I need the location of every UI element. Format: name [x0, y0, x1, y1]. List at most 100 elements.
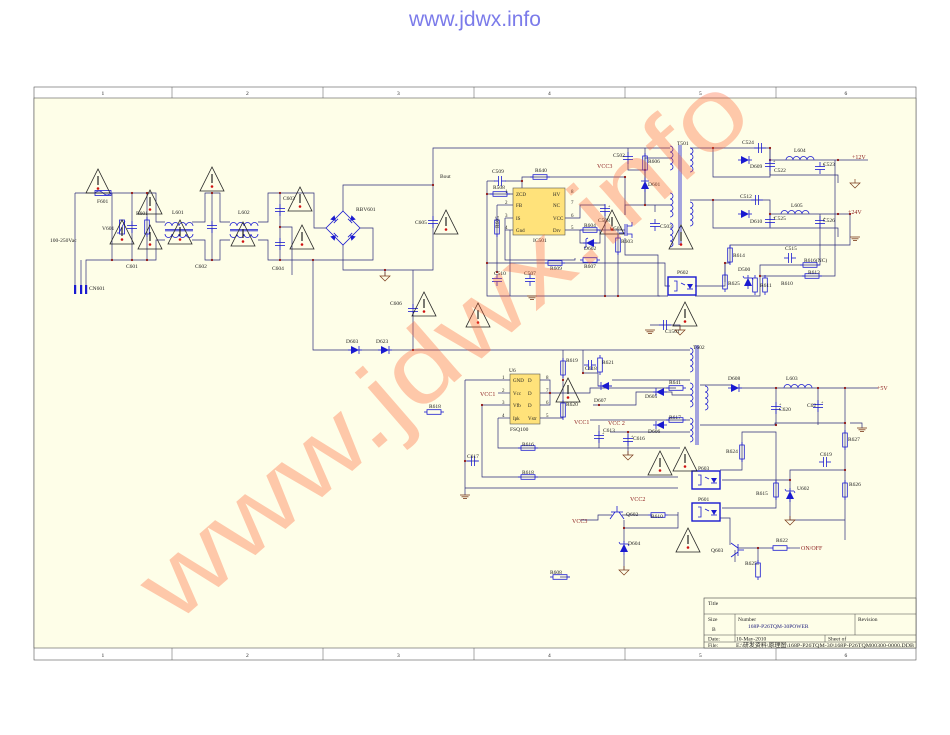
part-r603: [615, 235, 621, 255]
junction-dot: [278, 225, 282, 229]
junction-dot: [788, 478, 792, 482]
component-label: C508: [598, 218, 610, 224]
net-label-vcc2_b: VCC2: [630, 497, 645, 503]
component-label: R616: [522, 442, 534, 448]
component-label: Q602: [626, 512, 638, 518]
component-label: D607: [594, 398, 606, 404]
component-label: P601: [698, 497, 710, 503]
component-label: D601: [648, 182, 660, 188]
junction-dot: [520, 179, 524, 183]
component-label: C618: [585, 366, 597, 372]
column-number: 6: [845, 653, 848, 659]
part-c502: [623, 152, 633, 164]
part-c616: +: [623, 434, 635, 446]
component-label: D623: [376, 339, 388, 345]
junction-dot: [816, 386, 820, 390]
component-label: R615: [756, 491, 768, 497]
component-label: C523: [823, 162, 835, 168]
part-r604: [580, 227, 600, 233]
ground-symbol: [379, 272, 391, 282]
ic-pin-label: D: [528, 379, 532, 384]
part-c601: [127, 221, 137, 233]
component-label: R616(NC): [804, 257, 827, 264]
junction-dot: [463, 459, 467, 463]
part-d608: [728, 384, 742, 392]
ic-pin-label: D: [528, 404, 532, 409]
part-d602: [583, 237, 597, 249]
title-label: Title: [708, 601, 719, 607]
part-c604: [275, 238, 285, 250]
component-label: R607: [584, 264, 596, 270]
wire: [720, 431, 777, 509]
ground-symbol: [849, 179, 861, 189]
revision-label: Revision: [858, 617, 878, 623]
junction-dot: [626, 430, 630, 434]
optocoupler-p602: [667, 276, 697, 296]
wire: [722, 469, 845, 481]
component-label: L601: [172, 210, 184, 216]
transformer-t501-winding: [669, 192, 674, 218]
component-label: L603: [786, 376, 798, 382]
part-c512: [751, 195, 763, 205]
component-label: Q501: [610, 226, 622, 232]
column-number: 4: [548, 91, 551, 97]
wire: [258, 192, 326, 229]
part-r605: [494, 217, 500, 237]
junction-dot: [616, 294, 620, 298]
junction-dot: [597, 403, 601, 407]
part-r614: [727, 245, 733, 265]
component-label: R508: [493, 185, 505, 191]
svg-text:+: +: [820, 401, 825, 404]
input-voltage-label: 100-250Vac: [50, 238, 77, 244]
pin-number: 8: [546, 376, 549, 381]
part-d606: [653, 421, 667, 429]
junction-dot: [130, 191, 134, 195]
drawing-frame: [33, 86, 917, 661]
component-label: C605: [415, 220, 427, 226]
number-value: 168P-P26TQM-30POWER: [748, 624, 809, 630]
junction-dot: [145, 258, 149, 262]
component-label: RBV601: [356, 207, 376, 213]
pin-number: 6: [571, 214, 574, 219]
size-value: B: [712, 627, 716, 633]
part-d610: [738, 210, 752, 218]
component-label: C602: [195, 264, 207, 270]
component-label: D602: [584, 246, 596, 252]
junction-dot: [848, 212, 852, 216]
junction-dot: [643, 203, 647, 207]
wire: [540, 387, 676, 394]
component-label: L605: [791, 203, 803, 209]
part-l604: [785, 156, 815, 161]
junction-dot: [711, 146, 715, 150]
junction-dot: [603, 294, 607, 298]
ic-pin-label: HV: [553, 193, 561, 198]
component-label: R620: [566, 402, 578, 408]
column-number: 2: [246, 653, 249, 659]
component-label: R610: [651, 514, 663, 520]
transformer-t501-winding: [669, 145, 674, 171]
component-label: R625: [745, 561, 757, 567]
warning-triangle-icon: [672, 446, 698, 472]
component-label: R606: [648, 159, 660, 165]
svg-text:+: +: [772, 160, 777, 163]
junction-dot: [723, 261, 727, 265]
component-label: C515: [785, 246, 797, 252]
pin-number: 4: [502, 414, 505, 419]
component-label: L602: [238, 210, 250, 216]
wire: [760, 160, 836, 277]
ic-pin-label: Ipk: [513, 417, 520, 422]
component-label: Bout: [440, 174, 451, 180]
component-label: D609: [750, 164, 762, 170]
warning-triangle-icon: [675, 527, 701, 553]
component-label: C620: [779, 407, 791, 413]
net-label-out12: +12V: [852, 155, 866, 161]
part-c522: +: [765, 159, 777, 171]
component-label: IC501: [533, 238, 547, 244]
transformer-t602-winding: [689, 347, 694, 373]
part-c618: [584, 360, 596, 370]
transformer-t501-winding: [689, 201, 694, 227]
connector-pin: [74, 285, 77, 294]
ground-symbol: [857, 427, 867, 432]
number-label: Number: [738, 617, 756, 623]
